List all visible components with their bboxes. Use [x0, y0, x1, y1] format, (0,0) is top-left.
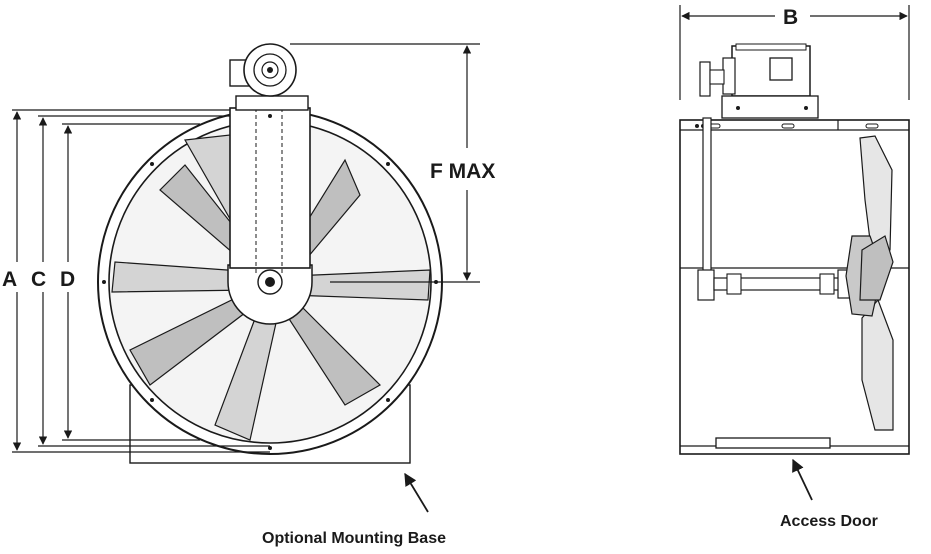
side-motor: [699, 43, 819, 119]
callout-arrow-door: [792, 458, 813, 501]
side-fan-blades: [845, 135, 894, 431]
callout-access-door: Access Door: [780, 513, 878, 530]
front-view: A C D F MAX Optional Mounting Base: [2, 43, 495, 547]
dimension-label-a: A: [2, 268, 17, 291]
dimension-label-d: D: [60, 268, 75, 291]
dimension-lines-acd: [12, 109, 270, 453]
access-door: [715, 437, 831, 449]
dimension-label-f-max: F MAX: [430, 160, 495, 183]
dimension-label-b: B: [783, 6, 798, 29]
side-view: B: [679, 5, 910, 530]
dimension-line-f-max: [290, 43, 480, 283]
motor: [229, 43, 297, 97]
belt-tube: [229, 107, 311, 269]
callout-mounting-base: Optional Mounting Base: [262, 530, 446, 547]
dimension-line-b: [679, 5, 910, 100]
callout-arrow-base: [404, 472, 429, 513]
dimension-label-c: C: [31, 268, 46, 291]
